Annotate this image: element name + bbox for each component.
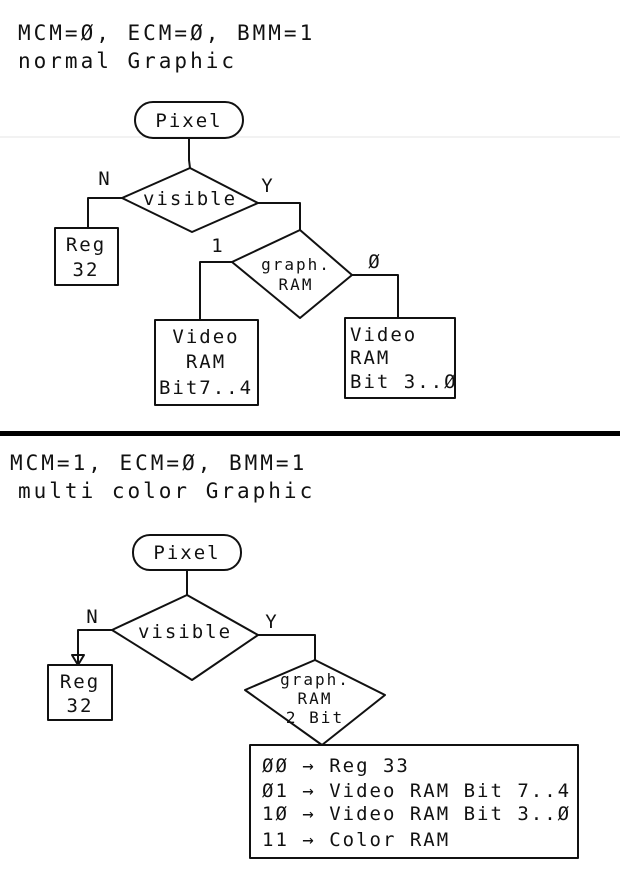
top-pixel-label: Pixel — [155, 110, 222, 132]
bottom-no-connector — [77, 629, 113, 666]
bottom-section: MCM=1, ECM=Ø, BMM=1 multi color Graphic … — [10, 451, 579, 859]
top-no-connector — [87, 197, 123, 229]
bottom-visible-label: visible — [138, 621, 232, 643]
top-yes-label: Y — [261, 175, 274, 197]
top-reg32-line1: Reg — [66, 234, 106, 256]
bottom-pixel-label: Pixel — [153, 542, 220, 564]
top-connector — [188, 137, 191, 169]
bottom-graph-label: graph. — [280, 670, 350, 689]
bottom-visible-diamond — [111, 594, 259, 681]
top-branch-1-label: 1 — [211, 235, 224, 257]
top-visible-label: visible — [143, 188, 237, 210]
top-video-ram-lo-box — [344, 317, 456, 399]
mapping-row-01: Ø1 → Video RAM Bit 7..4 — [262, 780, 571, 802]
arrow-down-icon — [71, 654, 85, 666]
top-ram-label: RAM — [279, 275, 314, 294]
bottom-ram-label: RAM — [298, 689, 333, 708]
bottom-mode-line: MCM=1, ECM=Ø, BMM=1 — [10, 451, 307, 475]
top-video-hi-line3: Bit7..4 — [159, 377, 253, 399]
bottom-reg32-line1: Reg — [60, 671, 100, 693]
top-mode-line: MCM=Ø, ECM=Ø, BMM=1 — [18, 21, 315, 45]
top-branch-0-label: Ø — [368, 251, 381, 273]
top-graph-label: graph. — [261, 255, 331, 274]
top-video-hi-line1: Video — [172, 326, 239, 348]
top-video-ram-hi-box — [154, 319, 259, 406]
bottom-reg32-line2: 32 — [67, 695, 94, 717]
top-graph-ram-diamond — [231, 229, 353, 319]
bottom-mapping-box — [249, 744, 579, 859]
top-subtitle: normal Graphic — [18, 49, 237, 73]
top-video-lo-line1: Video — [350, 324, 417, 346]
bottom-no-label: N — [86, 606, 99, 628]
top-video-hi-line2: RAM — [186, 351, 226, 373]
bottom-yes-label: Y — [265, 611, 278, 633]
bottom-2bit-label: 2 Bit — [286, 708, 344, 727]
bottom-yes-connector — [257, 634, 316, 661]
top-video-lo-line3: Bit 3..Ø — [350, 371, 458, 393]
top-yes-connector — [257, 202, 301, 231]
mapping-row-00: ØØ → Reg 33 — [262, 755, 410, 777]
top-reg32-line2: 32 — [73, 259, 100, 281]
top-branch-1-connector — [199, 261, 233, 321]
bottom-reg32-box — [47, 664, 113, 721]
mapping-row-10: 1Ø → Video RAM Bit 3..Ø — [262, 803, 571, 825]
section-divider — [0, 431, 620, 436]
top-section: MCM=Ø, ECM=Ø, BMM=1 normal Graphic Pixel… — [0, 21, 620, 406]
top-visible-diamond — [121, 167, 259, 233]
bottom-subtitle: multi color Graphic — [18, 479, 315, 503]
top-reg32-box — [54, 227, 119, 286]
top-no-label: N — [98, 168, 111, 190]
mapping-row-11: 11 → Color RAM — [262, 829, 450, 851]
top-video-lo-line2: RAM — [350, 347, 390, 369]
top-branch-0-connector — [351, 274, 399, 319]
